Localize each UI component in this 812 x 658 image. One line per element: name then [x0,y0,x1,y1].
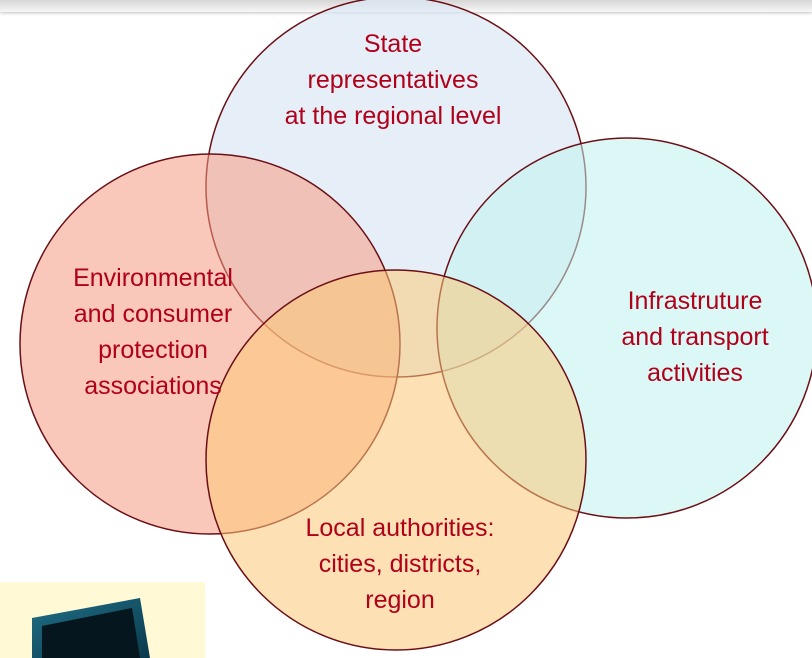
label-environment: Environmental and consumer protection as… [73,264,233,400]
monitor-icon [32,598,150,658]
label-local: Local authorities: cities, districts, re… [305,514,495,614]
label-infrastructure: Infrastruture and transport activities [621,287,769,387]
label-state: State representatives at the regional le… [284,30,502,130]
circle-local [205,269,587,651]
